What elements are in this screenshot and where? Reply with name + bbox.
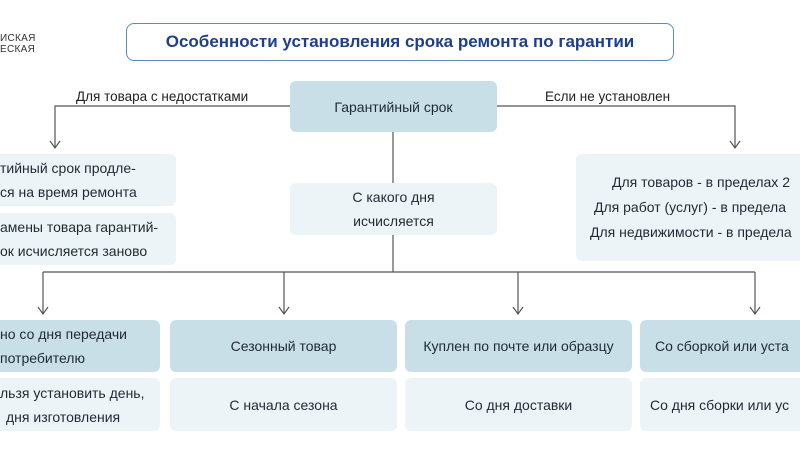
right-box-line-goods: Для товаров - в пределах 2 [612,174,790,190]
right-box-line-realty: Для недвижимости - в предела [590,224,792,240]
right-box-line-services: Для работ (услуг) - в предела [594,199,786,215]
column-2-body-label: С начала сезона [229,396,338,413]
center-node: Гарантийный срок [290,81,497,132]
left-box-extended-line-2: ся на время ремонта [0,184,137,200]
center-node-label: Гарантийный срок [334,98,453,115]
logo-line-1: ИСКАЯ [0,33,36,44]
left-box-restart-line-2: ок исчисляется заново [0,243,148,259]
column-4-header: Со сборкой или уста [640,320,800,372]
start-date-line-2: исчисляется [353,213,434,229]
column-4-header-label: Со сборкой или уста [655,338,789,354]
column-1-body-line-1: льзя установить день, [0,384,145,401]
column-1-body-line-2: дня изготовления [6,408,121,425]
column-3-body: Со дня доставки [405,378,632,431]
logo: ИСКАЯ ЕСКАЯ [0,33,36,55]
column-3-body-label: Со дня доставки [464,396,573,413]
column-4-body: Со дня сборки или ус [640,378,800,431]
column-3-header: Куплен по почте или образцу [405,320,632,372]
left-box-restart: амены товара гарантий- ок исчисляется за… [0,213,176,265]
column-4-body-label: Со дня сборки или ус [650,396,790,413]
start-date-line-1: С какого дня [352,189,435,205]
diagram-title: Особенности установления срока ремонта п… [126,23,674,61]
branch-label-left: Для товара с недостатками [76,89,249,104]
column-1-body: льзя установить день, дня изготовления [0,378,160,431]
logo-line-2: ЕСКАЯ [0,44,36,55]
column-3-header-label: Куплен по почте или образцу [423,338,614,354]
left-box-extended: тийный срок продле- ся на время ремонта [0,154,176,206]
column-1-header-line-2: потребителю [0,350,85,366]
branch-label-right: Если не установлен [545,89,671,104]
left-box-extended-line-1: тийный срок продле- [0,160,136,176]
column-1-header: но со дня передачи потребителю [0,320,160,372]
right-box-default-terms: Для товаров - в пределах 2 Для работ (ус… [576,154,800,261]
left-box-restart-line-1: амены товара гарантий- [0,219,159,235]
start-date-node: С какого дня исчисляется [290,183,497,235]
column-1-header-line-1: но со дня передачи [0,326,128,342]
column-2-header: Сезонный товар [170,320,397,372]
column-2-body: С начала сезона [170,378,397,431]
column-2-header-label: Сезонный товар [230,338,337,354]
